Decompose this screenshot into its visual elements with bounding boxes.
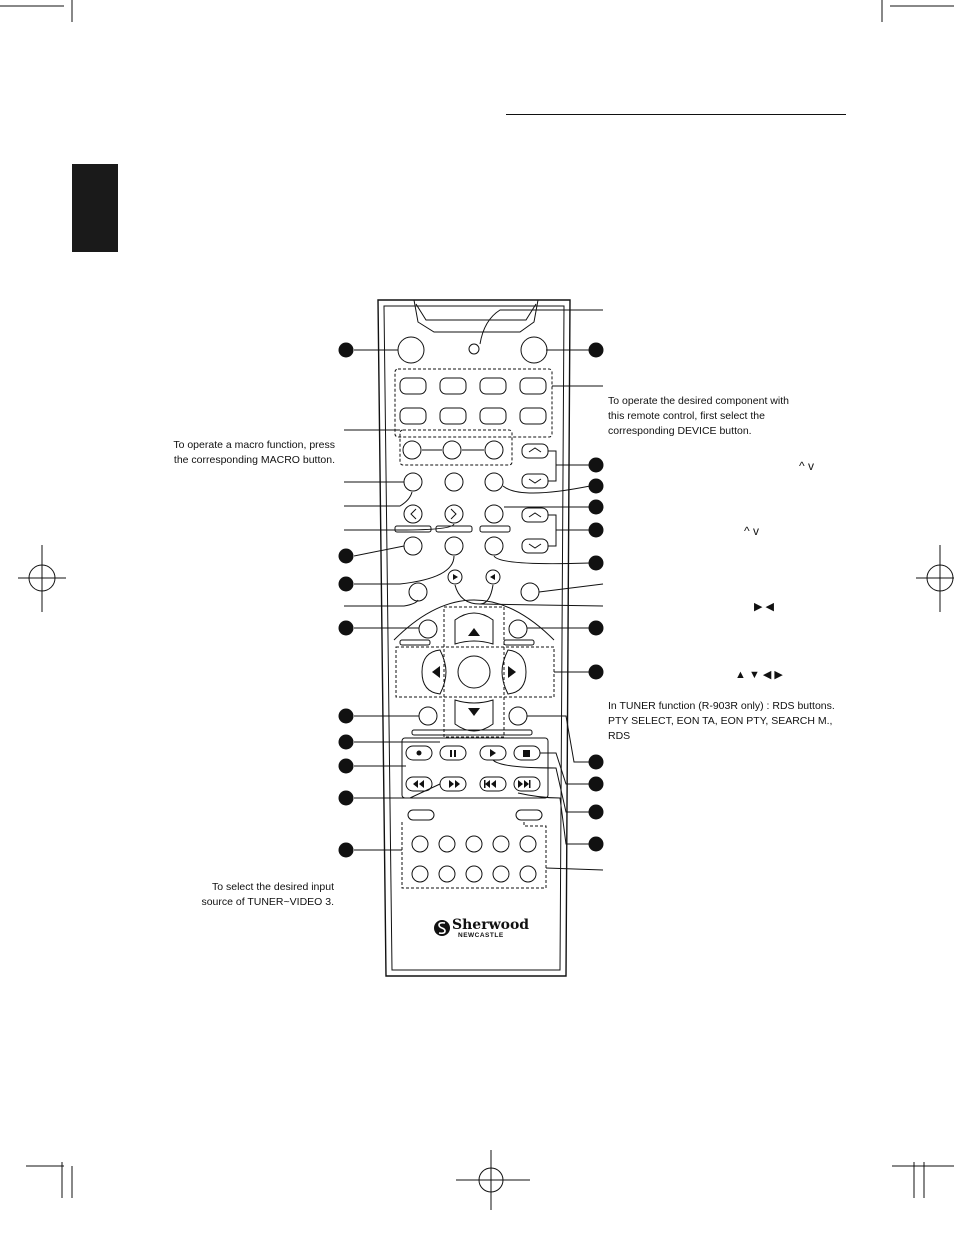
brand-sub: NEWCASTLE (458, 932, 504, 939)
section-tab (72, 164, 118, 252)
sherwood-logo-emblem (434, 920, 450, 936)
rds-caption: In TUNER function (R-903R only) : RDS bu… (608, 700, 835, 742)
right-left-symbol: ▶ ◀ (754, 601, 774, 613)
macro-caption: To operate a macro function, press the c… (173, 439, 335, 466)
up-down-symbol-1: ^ v (799, 459, 814, 473)
up-down-symbol-2: ^ v (744, 524, 759, 538)
cursor-symbol: ▲ ▼ ◀ ▶ (735, 669, 783, 681)
input-caption: To select the desired input source of TU… (201, 881, 334, 908)
device-caption: To operate the desired component with th… (608, 395, 789, 437)
brand-name: Sherwood (452, 917, 530, 933)
header-rule (506, 114, 846, 115)
